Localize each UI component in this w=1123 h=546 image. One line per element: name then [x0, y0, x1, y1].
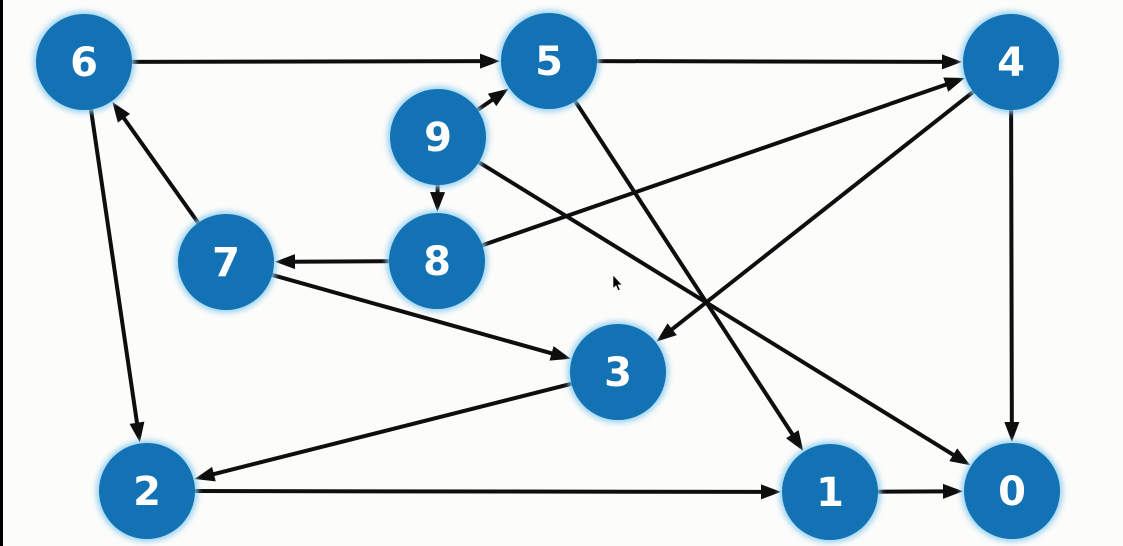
screen-edge-strip: [0, 0, 3, 546]
node-8: 8: [386, 210, 488, 312]
node-circle: [963, 14, 1059, 110]
edge-line: [119, 112, 204, 230]
edge-line: [569, 94, 798, 441]
edge-line: [471, 157, 960, 460]
arrowhead-icon: [941, 54, 963, 70]
edge-line: [88, 101, 140, 430]
arrowhead-icon: [549, 346, 571, 361]
node-circle: [782, 444, 878, 540]
arrowhead-icon: [942, 483, 964, 499]
arrowhead-icon: [112, 101, 131, 123]
edge-line: [588, 59, 950, 64]
edge-line: [186, 489, 769, 494]
arrowhead-icon: [943, 77, 965, 92]
node-1: 1: [779, 441, 881, 543]
node-9: 9: [387, 86, 489, 188]
node-circle: [99, 443, 195, 539]
arrowhead-icon: [274, 254, 296, 270]
edge-9-0: [471, 157, 971, 466]
edge-line: [264, 271, 559, 357]
edge-3-2: [194, 380, 580, 482]
edge-7-6: [112, 101, 204, 230]
edge-1-0: [869, 483, 964, 499]
node-circle: [390, 89, 486, 185]
edge-6-2: [88, 101, 145, 443]
cursor-layer: [612, 274, 623, 292]
node-circle: [501, 13, 597, 109]
node-3: 3: [567, 321, 669, 423]
node-2: 2: [96, 440, 198, 542]
arrowhead-icon: [487, 88, 509, 107]
edge-line: [207, 380, 580, 478]
edge-8-4: [474, 77, 965, 250]
arrowhead-icon: [949, 448, 971, 466]
arrowhead-icon: [129, 421, 145, 443]
node-7: 7: [175, 211, 277, 313]
arrowhead-icon: [194, 466, 216, 482]
edge-5-4: [588, 54, 963, 70]
arrowhead-icon: [760, 484, 782, 500]
node-circle: [178, 214, 274, 310]
edge-line: [123, 59, 488, 64]
edge-4-0: [1004, 101, 1020, 443]
node-circle: [964, 443, 1060, 539]
node-4: 4: [960, 11, 1062, 113]
edge-line: [666, 86, 981, 335]
edge-2-1: [186, 484, 782, 500]
mouse-cursor-icon: [612, 274, 623, 292]
node-5: 5: [498, 10, 600, 112]
edge-8-7: [274, 254, 398, 270]
node-circle: [389, 213, 485, 309]
arrowhead-icon: [656, 323, 677, 342]
node-circle: [36, 14, 132, 110]
arrowhead-icon: [1004, 421, 1020, 443]
edge-7-3: [264, 271, 571, 361]
edge-5-1: [569, 94, 804, 451]
node-0: 0: [961, 440, 1063, 542]
node-6: 6: [33, 11, 135, 113]
arrowhead-icon: [479, 53, 501, 69]
edge-6-5: [123, 53, 501, 69]
edge-4-3: [656, 86, 981, 342]
edges-layer: [88, 53, 1020, 500]
node-circle: [570, 324, 666, 420]
arrowhead-icon: [786, 430, 804, 451]
edge-line: [474, 80, 953, 250]
edge-line: [1009, 101, 1014, 430]
arrowhead-icon: [430, 191, 446, 213]
